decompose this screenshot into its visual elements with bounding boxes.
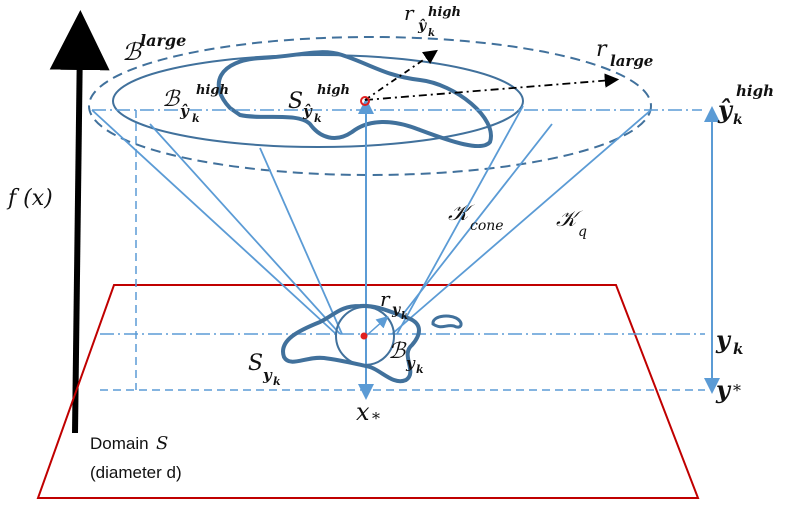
label-y-k: y k (715, 325, 743, 358)
svg-text:(diameter d): (diameter d) (90, 463, 182, 482)
svg-text:ŷ: ŷ (717, 95, 734, 124)
label-k-q: 𝒦 q (556, 207, 587, 240)
label-y-star: y * (715, 375, 741, 404)
svg-text:ℬ: ℬ (388, 339, 407, 364)
label-s-yk: S y k (248, 351, 281, 388)
svg-text:*: * (372, 409, 380, 428)
svg-text:k: k (192, 112, 200, 125)
label-r-yk: r y k (380, 287, 408, 322)
label-k-cone: 𝒦 cone (448, 201, 504, 234)
svg-text:high: high (428, 5, 461, 20)
svg-text:y: y (405, 354, 416, 372)
svg-text:k: k (273, 375, 281, 388)
svg-text:y: y (391, 302, 401, 318)
cone-line-6 (399, 123, 553, 319)
s-hat-blob (216, 50, 493, 148)
cone-line-5 (391, 109, 652, 335)
label-domain: Domain S (diameter d) (90, 433, 182, 482)
b-yk-circle (335, 306, 395, 366)
svg-text:large: large (610, 52, 653, 70)
svg-text:y: y (262, 366, 273, 384)
bottom-center-dot (360, 332, 368, 340)
svg-text:S: S (288, 89, 303, 114)
svg-text:k: k (428, 28, 435, 39)
svg-text:S: S (248, 351, 263, 376)
small-blob (431, 314, 463, 329)
svg-text:S: S (156, 433, 168, 454)
svg-text:y: y (715, 325, 732, 354)
svg-text:x: x (356, 398, 370, 426)
top-center-dot (360, 96, 370, 106)
svg-text:k: k (416, 363, 424, 376)
label-s-hat: S ŷ k high (288, 83, 350, 125)
svg-text:y: y (715, 375, 732, 404)
label-y-hat-high: ŷ k high (717, 82, 774, 128)
svg-text:high: high (736, 82, 774, 100)
svg-text:cone: cone (470, 218, 504, 234)
svg-text:q: q (578, 224, 587, 240)
r-yk-arrow (365, 316, 389, 337)
svg-text:high: high (317, 83, 350, 98)
svg-text:ℬ: ℬ (122, 38, 143, 66)
label-r-large: r large (596, 37, 653, 70)
label-b-hat: ℬ ŷ k high (162, 83, 229, 125)
svg-text:ŷ: ŷ (417, 17, 427, 34)
cone-line-2 (149, 123, 341, 335)
svg-text:r: r (380, 287, 391, 311)
label-b-large: ℬ large (122, 31, 186, 66)
label-r-hat: r ŷ k high (404, 1, 461, 39)
svg-text:k: k (733, 340, 743, 358)
fx-axis-arrow (49, 10, 110, 434)
cone-line-1 (91, 109, 337, 335)
svg-text:k: k (314, 112, 322, 125)
svg-text:ŷ: ŷ (302, 102, 313, 120)
svg-text:large: large (140, 31, 186, 50)
b-hat-ellipse (112, 54, 524, 148)
svg-text:r: r (596, 37, 608, 62)
svg-text:ŷ: ŷ (179, 102, 190, 120)
label-x-star: x * (356, 398, 380, 428)
cone-line-3 (259, 147, 343, 335)
r-large-arrow (364, 73, 620, 101)
r-hat-arrow (364, 49, 438, 101)
s-yk-blob (281, 303, 421, 384)
svg-text:*: * (733, 381, 741, 400)
svg-text:ℬ: ℬ (162, 87, 181, 112)
b-large-ellipse (88, 36, 652, 176)
svg-text:high: high (196, 83, 229, 98)
svg-text:k: k (401, 311, 408, 322)
label-f-x: f (x) (6, 186, 53, 211)
svg-text:r: r (404, 1, 415, 25)
label-b-yk: ℬ y k (388, 339, 424, 376)
svg-text:Domain: Domain (90, 434, 149, 453)
svg-text:k: k (733, 112, 743, 128)
